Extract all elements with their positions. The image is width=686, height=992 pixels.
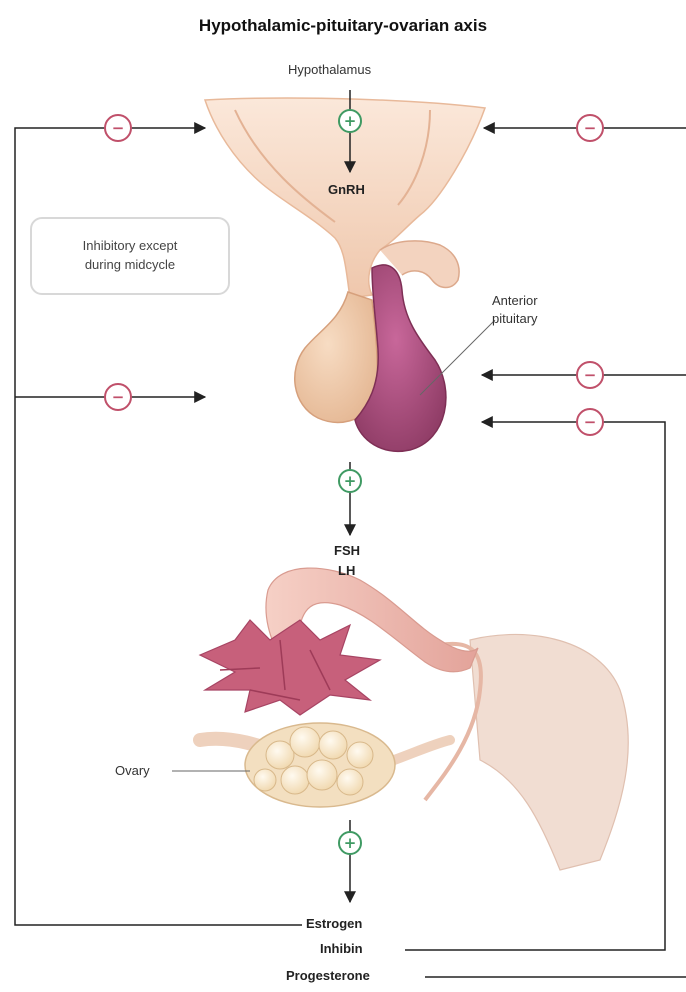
stimulatory-symbol-gnrh: + <box>339 110 361 132</box>
inhibitory-symbol-mid-right: − <box>577 362 603 388</box>
anterior-pituitary-label-line1: Anterior <box>492 293 538 308</box>
gnrh-label: GnRH <box>328 182 365 197</box>
stimulatory-symbol-fsh-lh: + <box>339 470 361 492</box>
fsh-label: FSH <box>334 543 360 558</box>
svg-text:−: − <box>584 413 597 431</box>
reproductive-illustration <box>200 568 628 870</box>
svg-text:−: − <box>584 366 597 384</box>
lh-label: LH <box>338 563 355 578</box>
svg-text:+: + <box>344 834 357 852</box>
anterior-pituitary-label-line2: pituitary <box>492 311 538 326</box>
inhibin-label: Inhibin <box>320 941 363 956</box>
inhibitory-symbol-inhibin: − <box>577 409 603 435</box>
svg-text:−: − <box>112 388 125 406</box>
diagram-title: Hypothalamic-pituitary-ovarian axis <box>0 16 686 36</box>
inhibitory-symbol-top-left: − <box>105 115 131 141</box>
note-line-1: Inhibitory except <box>83 237 178 256</box>
inhibitory-symbol-top-right: − <box>577 115 603 141</box>
note-line-2: during midcycle <box>83 256 178 275</box>
stimulatory-symbol-ovary: + <box>339 832 361 854</box>
progesterone-label: Progesterone <box>286 968 370 983</box>
svg-text:−: − <box>584 119 597 137</box>
svg-text:−: − <box>112 119 125 137</box>
hypothalamus-label: Hypothalamus <box>288 62 371 77</box>
svg-text:+: + <box>344 112 357 130</box>
ovary-label: Ovary <box>115 763 150 778</box>
inhibitory-note-box: Inhibitory except during midcycle <box>30 217 230 295</box>
inhibitory-symbol-mid-left: − <box>105 384 131 410</box>
estrogen-label: Estrogen <box>306 916 362 931</box>
svg-text:+: + <box>344 472 357 490</box>
